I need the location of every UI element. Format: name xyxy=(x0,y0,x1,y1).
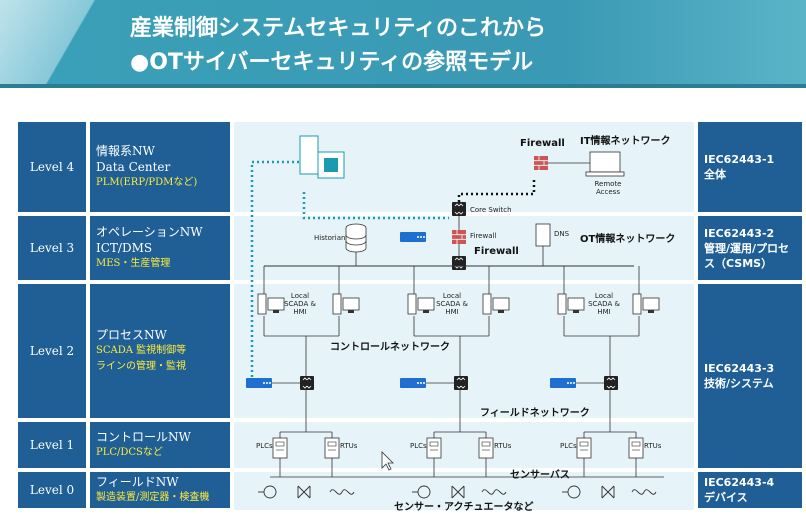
level-0-description: フィールドNW 製造装置/測定器・検査機 xyxy=(90,472,230,508)
firewall-small-icon xyxy=(451,229,467,245)
header-underline xyxy=(0,84,806,88)
label-plcs-2: PLCs xyxy=(410,442,427,450)
network-diagram: Firewall IT情報ネットワーク Remote Access Core S… xyxy=(234,122,694,513)
label-ot-network: OT情報ネットワーク xyxy=(580,234,676,245)
label-plcs-1: PLCs xyxy=(256,442,273,450)
label-firewall-mid: Firewall xyxy=(474,246,519,257)
field-router-icon xyxy=(550,378,576,388)
iec-code: IEC62443-1 xyxy=(704,153,775,166)
dotted-link-left xyxy=(250,160,304,380)
iec-desc: 管理/運用/プロセス（CSMS） xyxy=(704,241,790,270)
iec-code: IEC62443-2 xyxy=(704,226,775,240)
plc-icon xyxy=(426,437,442,459)
level-2-sub: SCADA 監視制御等 xyxy=(96,345,187,356)
label-rtus-3: RTUs xyxy=(644,442,662,450)
level-4-label: Level 4 xyxy=(18,122,86,212)
level-3-description: オペレーションNW ICT/DMS MES・生産管理 xyxy=(90,216,230,280)
plc-icon xyxy=(576,437,592,459)
level-1-label: Level 1 xyxy=(18,422,86,468)
label-core-switch: Core Switch xyxy=(470,206,512,214)
remote-access-pc-icon xyxy=(585,151,625,177)
label-field-network: フィールドネットワーク xyxy=(480,408,590,419)
label-dns: DNS xyxy=(554,230,570,238)
label-rtus-1: RTUs xyxy=(340,442,358,450)
page-title-line2: ●OTサイバーセキュリティの参照モデル xyxy=(130,50,534,75)
label-it-network: IT情報ネットワーク xyxy=(580,136,671,147)
field-devices xyxy=(258,485,657,499)
core-switch-icon xyxy=(451,201,467,217)
level-4-description: 情報系NW Data Center PLM(ERP/PDMなど) xyxy=(90,122,230,212)
level-1-sub: PLC/DCSなど xyxy=(96,447,163,458)
iec-62443-2-box: IEC62443-2 管理/運用/プロセス（CSMS） xyxy=(698,216,802,280)
level-3-name2: ICT/DMS xyxy=(96,241,153,255)
rtu-icon xyxy=(478,437,494,459)
iec-code: IEC62443-4 xyxy=(704,476,775,489)
field-switch-icon xyxy=(299,375,315,391)
rtu-icon xyxy=(628,437,644,459)
level-2-label: Level 2 xyxy=(18,284,86,418)
zone-level-2 xyxy=(234,284,694,418)
header-background xyxy=(0,0,806,88)
field-router-icon xyxy=(246,378,272,388)
label-local-scada-2: Local SCADA & HMI xyxy=(436,292,468,316)
historian-database-icon xyxy=(345,223,367,253)
header-banner: 産業制御システムセキュリティのこれから ●OTサイバーセキュリティの参照モデル xyxy=(0,0,806,88)
label-plcs-3: PLCs xyxy=(560,442,577,450)
mouse-cursor-icon xyxy=(381,451,394,471)
field-switch-icon xyxy=(603,375,619,391)
zone-level-1 xyxy=(234,422,694,468)
network-diagram-svg xyxy=(234,122,694,510)
level-3-sub: MES・生産管理 xyxy=(96,258,171,269)
level-1-description: コントロールNW PLC/DCSなど xyxy=(90,422,230,468)
level-3-label: Level 3 xyxy=(18,216,86,280)
iec-desc: 全体 xyxy=(704,168,726,181)
level-0-label: Level 0 xyxy=(18,472,86,508)
label-local-scada-1: Local SCADA & HMI xyxy=(284,292,316,316)
ot-switch-icon xyxy=(451,255,467,271)
level-2-name: プロセスNW xyxy=(96,328,167,342)
level-4-name2: Data Center xyxy=(96,160,171,174)
iec-62443-1-box: IEC62443-1 全体 xyxy=(698,122,802,212)
header-stripe-decoration xyxy=(0,0,120,88)
label-sensor-actuator: センサー・アクチュエータなど xyxy=(394,502,534,513)
label-firewall-small: Firewall xyxy=(470,232,497,240)
rtu-icon xyxy=(324,437,340,459)
level-3-name: オペレーションNW xyxy=(96,225,203,239)
label-firewall-top: Firewall xyxy=(520,138,565,149)
level-4-name: 情報系NW xyxy=(96,144,155,158)
level-0-sub: 製造装置/測定器・検査機 xyxy=(96,492,210,503)
iec-desc: デバイス xyxy=(704,491,748,504)
label-historian: Historian xyxy=(314,234,346,242)
level-2-sub2: ラインの管理・監視 xyxy=(96,361,186,372)
firewall-it-icon xyxy=(533,155,549,171)
dotted-link-datacenter xyxy=(302,192,449,220)
iec-desc: 技術/システム xyxy=(704,377,774,390)
page-title-line1: 産業制御システムセキュリティのこれから xyxy=(130,16,547,41)
router-level3-icon xyxy=(400,232,426,242)
iec-code: IEC62443-3 xyxy=(704,362,775,375)
label-local-scada-3: Local SCADA & HMI xyxy=(588,292,620,316)
iec-62443-3-box: IEC62443-3 技術/システム xyxy=(698,284,802,468)
field-router-icon xyxy=(400,378,426,388)
zone-level-3 xyxy=(234,216,694,280)
label-remote-access: Remote Access xyxy=(594,180,622,196)
field-switch-icon xyxy=(453,375,469,391)
datacenter-servers xyxy=(299,135,345,179)
level-1-name: コントロールNW xyxy=(96,430,191,444)
iec-62443-4-box: IEC62443-4 デバイス xyxy=(698,472,802,508)
plc-icon xyxy=(272,437,288,459)
level-2-description: プロセスNW SCADA 監視制御等 ラインの管理・監視 xyxy=(90,284,230,418)
label-control-network: コントロールネットワーク xyxy=(330,342,450,353)
label-rtus-2: RTUs xyxy=(494,442,512,450)
dns-server-icon xyxy=(535,223,551,247)
level-0-name: フィールドNW xyxy=(96,475,179,489)
label-sensor-bus: センサーバス xyxy=(510,470,570,481)
dotted-link-core xyxy=(457,180,536,207)
level-4-sub: PLM(ERP/PDMなど) xyxy=(96,177,198,188)
